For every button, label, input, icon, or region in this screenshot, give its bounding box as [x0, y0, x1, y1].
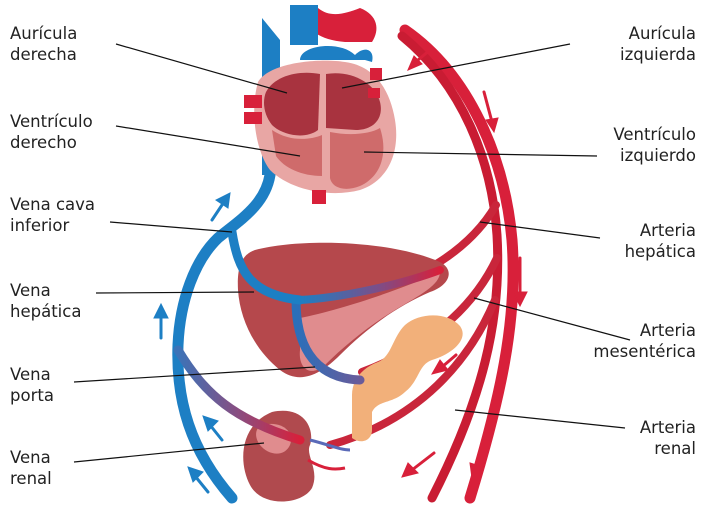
- leader-vena-renal: [74, 443, 264, 462]
- label-auricula-derecha: Aurícula derecha: [10, 23, 77, 65]
- flow-arrow-icon: [203, 416, 222, 440]
- label-vena-cava-inferior: Vena cava inferior: [10, 194, 95, 236]
- flow-arrow-icon: [402, 453, 434, 477]
- leader-vena-hepatica: [96, 292, 254, 293]
- leader-arteria-renal: [455, 410, 625, 428]
- flow-arrow-icon: [154, 304, 168, 338]
- label-vena-porta: Vena porta: [10, 364, 54, 406]
- leader-auricula-derecha: [116, 44, 287, 93]
- heart-illustration: [244, 5, 396, 204]
- flow-arrow-icon: [212, 193, 230, 220]
- label-auricula-izquierda: Aurícula izquierda: [620, 23, 696, 65]
- leader-vena-cava-inferior: [110, 222, 232, 232]
- label-ventriculo-derecho: Ventrículo derecho: [10, 111, 93, 153]
- label-vena-hepatica: Vena hepática: [10, 280, 81, 322]
- label-vena-renal: Vena renal: [10, 447, 52, 489]
- label-arteria-renal: Arteria renal: [640, 417, 696, 459]
- label-ventriculo-izquierdo: Ventrículo izquierdo: [613, 124, 696, 166]
- label-arteria-hepatica: Arteria hepática: [625, 220, 696, 262]
- label-arteria-mesenterica: Arteria mesentérica: [593, 320, 696, 362]
